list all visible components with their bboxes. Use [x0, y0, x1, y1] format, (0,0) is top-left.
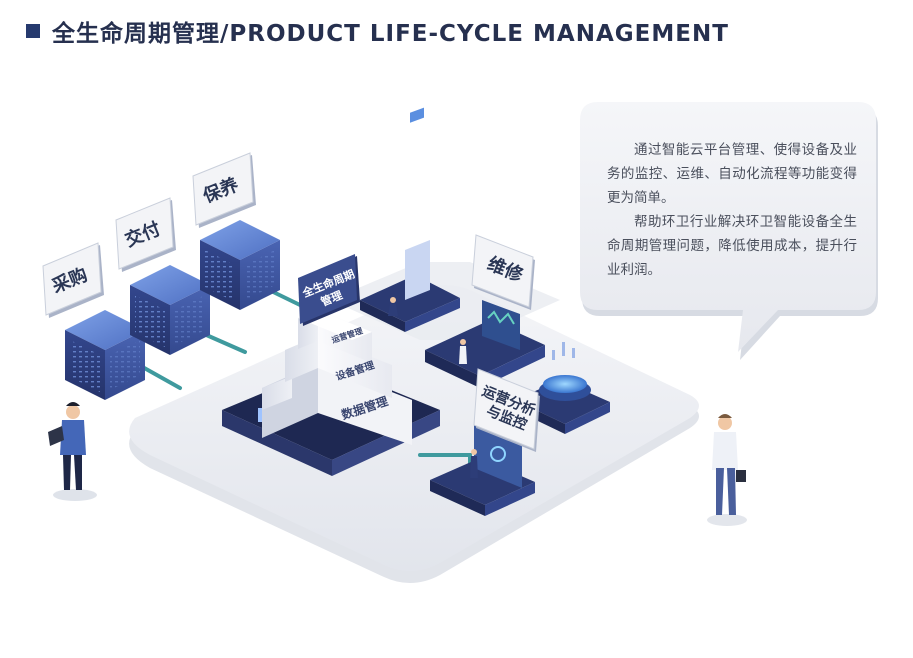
- server-procurement: [65, 310, 145, 400]
- bubble-paragraph-2: 帮助环卫行业解决环卫智能设备全生命周期管理问题，降低使用成本，提升行业利润。: [607, 214, 857, 278]
- small-figures: [388, 297, 478, 478]
- page-title: 全生命周期管理/PRODUCT LIFE-CYCLE MANAGEMENT: [52, 21, 729, 47]
- lifecycle-sign: 全生命周期 管理: [298, 254, 360, 326]
- person-on-phone: [707, 414, 747, 526]
- sign-maintenance: 维修: [471, 234, 535, 310]
- speech-bubble: [580, 102, 878, 360]
- bubble-paragraph-1: 通过智能云平台管理、使得设备及业务的监控、运维、自动化流程等功能变得更为简单。: [607, 142, 857, 206]
- title-bullet-icon: [26, 24, 40, 38]
- sign-delivery: 交付: [115, 197, 176, 272]
- sign-ops-analysis: 运营分析 与监控: [473, 368, 540, 452]
- server-warranty: [200, 220, 280, 310]
- sign-procurement: 采购: [42, 242, 104, 318]
- server-delivery: [130, 265, 210, 355]
- person-with-laptop: [48, 402, 97, 501]
- bubble-text: 通过智能云平台管理、使得设备及业务的监控、运维、自动化流程等功能变得更为简单。 …: [607, 138, 857, 282]
- sign-warranty: 保养: [192, 152, 256, 228]
- platform-maintenance: [425, 300, 545, 388]
- platform-tablet: [360, 107, 460, 332]
- page-header: 全生命周期管理/PRODUCT LIFE-CYCLE MANAGEMENT: [26, 14, 729, 48]
